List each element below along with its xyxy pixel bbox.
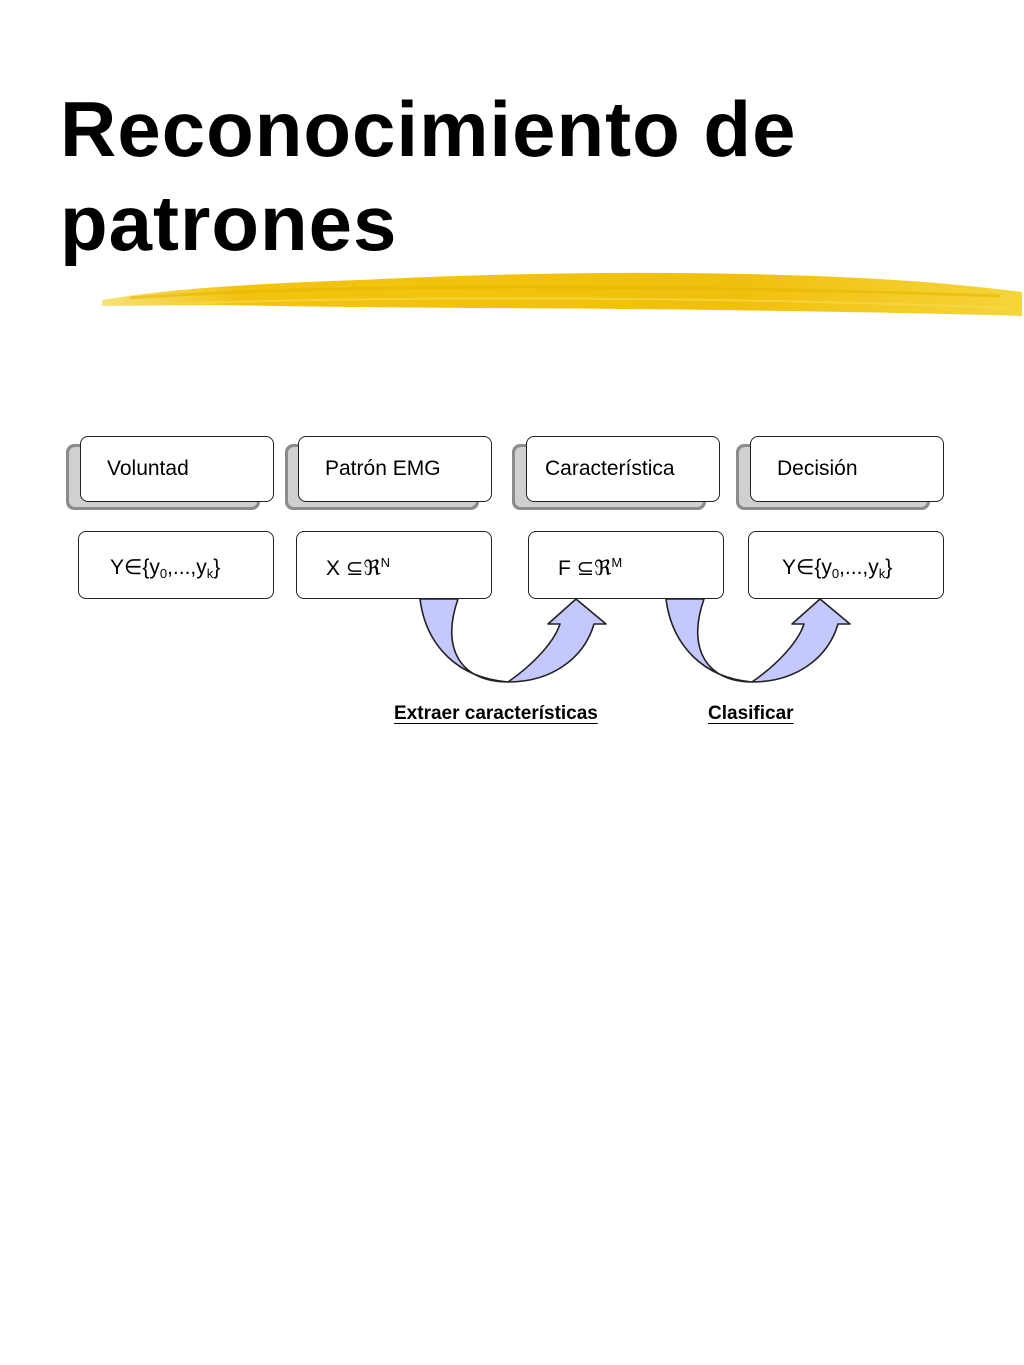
- stage-label: Decisión: [777, 457, 858, 480]
- symbol-box-feature-space: [528, 531, 724, 599]
- symbol-box-output-set: [78, 531, 274, 599]
- arrow-extraer: [419, 598, 607, 683]
- stage-box-patron-emg: Patrón EMG: [298, 436, 492, 502]
- stage-box-decision: Decisión: [750, 436, 944, 502]
- pattern-recognition-diagram: Voluntad Patrón EMG Característica Decis…: [60, 420, 960, 750]
- stage-box-caracteristica: Característica: [526, 436, 720, 502]
- stage-label: Voluntad: [107, 457, 189, 480]
- step-label-clasificar: Clasificar: [708, 703, 794, 724]
- stage-box-voluntad: Voluntad: [80, 436, 274, 502]
- highlighter-stroke: [102, 272, 1022, 316]
- symbol-feature-space: F ⊆ℜM: [558, 555, 623, 580]
- transformation-arrows: [419, 598, 851, 683]
- symbol-emg-space: X ⊆ℜN: [326, 555, 390, 580]
- step-label-extraer: Extraer características: [394, 703, 598, 724]
- slide-title: Reconocimiento de patrones: [60, 85, 797, 267]
- arrow-clasificar: [665, 598, 851, 683]
- stage-label: Patrón EMG: [325, 457, 441, 480]
- symbol-decision-set: Y∈{y0,...,yk}: [782, 556, 893, 581]
- symbol-box-emg-space: [296, 531, 492, 599]
- symbol-box-decision-set: [748, 531, 944, 599]
- stage-label: Característica: [545, 457, 675, 480]
- symbol-output-set: Y∈{y0,...,yk}: [110, 556, 221, 581]
